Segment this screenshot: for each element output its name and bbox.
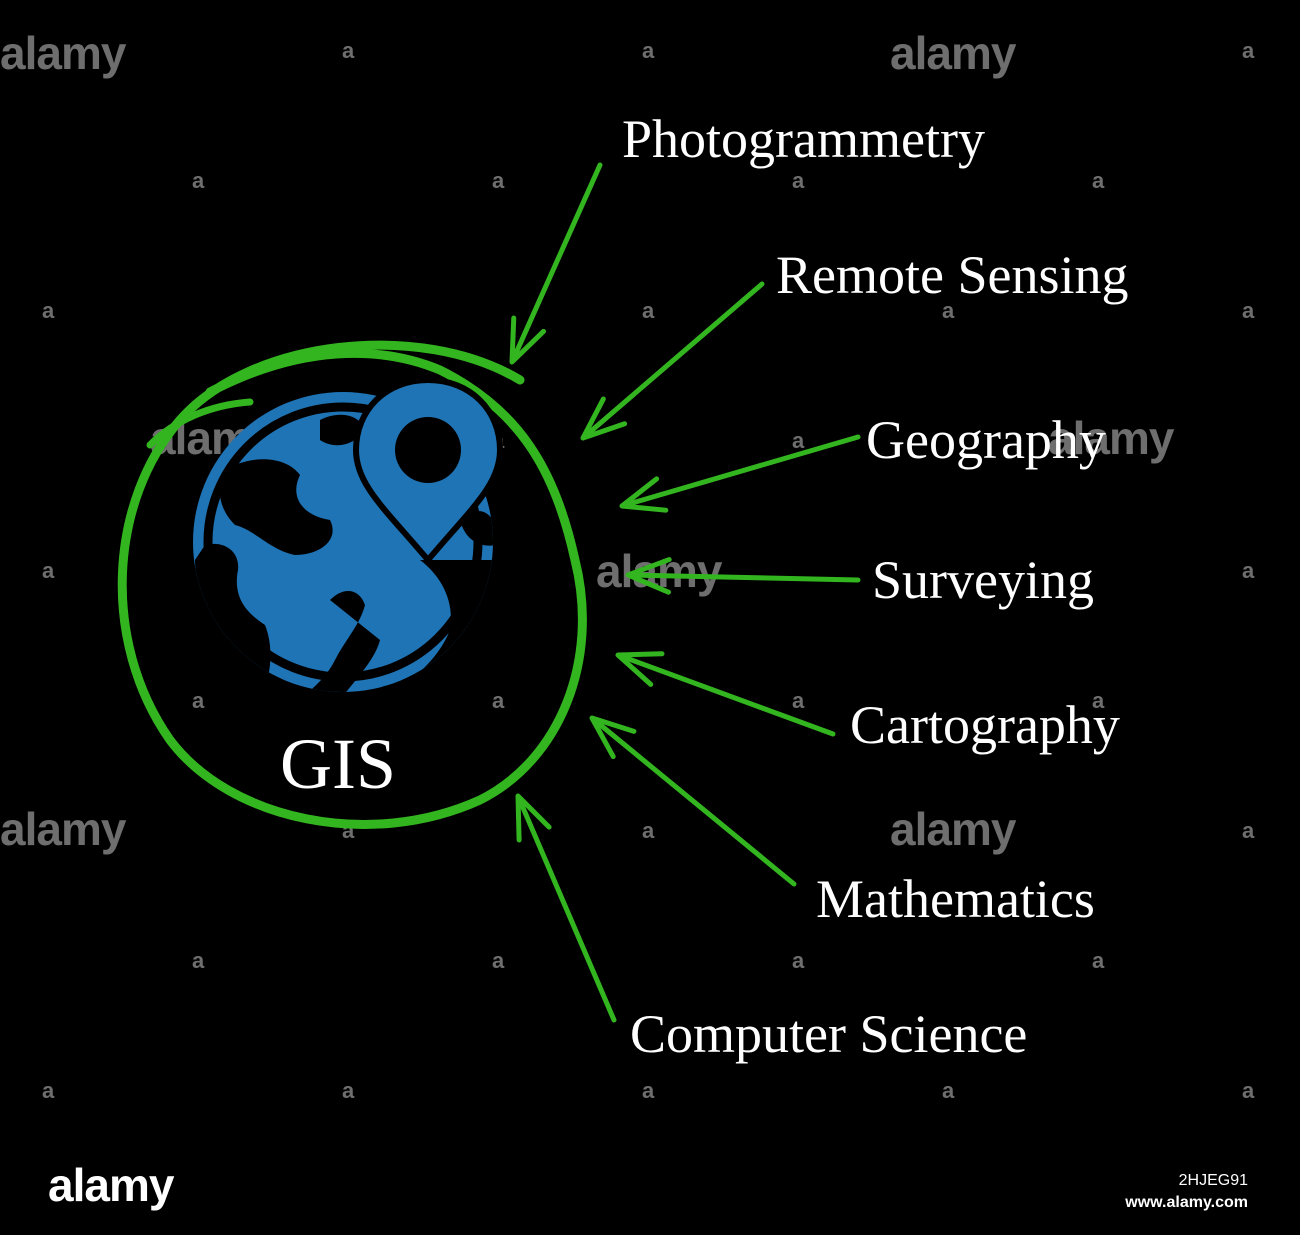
arrow-cartography-shaft: [619, 653, 836, 737]
watermark-mark: a: [792, 948, 805, 973]
watermark-logo: alamy: [0, 803, 126, 855]
watermark-logo: alamy: [1048, 412, 1174, 464]
watermark-mark: a: [792, 168, 805, 193]
watermark-mark: a: [492, 168, 505, 193]
center-ring: [117, 340, 587, 829]
watermark-mark: a: [642, 818, 655, 843]
watermark-mark: a: [492, 688, 505, 713]
arrow-cartography-head: [615, 651, 665, 687]
footer-site: www.alamy.com: [1125, 1193, 1248, 1211]
arrow-photogrammetry-shaft: [511, 162, 603, 361]
watermark-mark: a: [642, 38, 655, 63]
arrow-remote-sensing-head: [580, 396, 628, 441]
watermark-mark: a: [192, 948, 205, 973]
label-photogrammetry: Photogrammetry: [622, 109, 985, 169]
watermark-mark: a: [942, 1078, 955, 1103]
label-surveying: Surveying: [872, 550, 1094, 610]
watermark-mark: a: [1242, 818, 1255, 843]
label-mathematics: Mathematics: [816, 869, 1095, 929]
watermark-mark: a: [1242, 1078, 1255, 1103]
watermark-mark: a: [1092, 688, 1105, 713]
center-label: GIS: [280, 724, 397, 804]
arrow-computer-science-shaft: [517, 797, 617, 1023]
footer-image-id: 2HJEG91: [1178, 1172, 1248, 1189]
watermark-mark: a: [1092, 948, 1105, 973]
arrow-mathematics-shaft: [592, 718, 797, 887]
arrow-photogrammetry-head: [509, 315, 547, 365]
watermark-mark: a: [42, 298, 55, 323]
watermark-mark: a: [192, 688, 205, 713]
watermark-logo: alamy: [0, 27, 126, 79]
watermark-mark: a: [642, 298, 655, 323]
watermark-mark: a: [42, 558, 55, 583]
arrow-geography-head: [619, 476, 669, 513]
watermark-mark: a: [1242, 298, 1255, 323]
watermark-mark: a: [1092, 168, 1105, 193]
label-cartography: Cartography: [850, 695, 1120, 755]
watermark-mark: a: [192, 168, 205, 193]
footer-id-block: 2HJEG91 www.alamy.com: [1125, 1170, 1248, 1213]
ring-stroke: [117, 340, 587, 829]
footer-logo: alamy: [48, 1159, 174, 1211]
watermark-logo: alamy: [890, 27, 1016, 79]
arrow-computer-science-head: [515, 793, 552, 843]
watermark-mark: a: [792, 688, 805, 713]
watermark-mark: a: [492, 948, 505, 973]
watermark-mark: a: [792, 428, 805, 453]
arrow-surveying-shaft: [629, 572, 861, 583]
watermark-mark: a: [642, 1078, 655, 1103]
arrow-surveying-head: [625, 557, 672, 595]
watermark-mark: a: [342, 38, 355, 63]
watermark-mark: a: [1242, 558, 1255, 583]
watermark-mark: a: [1242, 38, 1255, 63]
map-pin-icon: [352, 376, 504, 565]
label-computer-science: Computer Science: [630, 1004, 1028, 1064]
label-geography: Geography: [866, 410, 1106, 470]
ring-stroke-tail: [146, 398, 254, 449]
watermark-mark: a: [42, 1078, 55, 1103]
watermark-logo: alamy: [890, 803, 1016, 855]
watermark-mark: a: [942, 298, 955, 323]
arrow-mathematics-head: [589, 715, 637, 760]
label-remote-sensing: Remote Sensing: [776, 245, 1129, 305]
watermark-mark: a: [342, 1078, 355, 1103]
arrow-remote-sensing-shaft: [583, 281, 765, 438]
arrow-geography-shaft: [623, 434, 861, 508]
arrows-group: [509, 162, 861, 1023]
